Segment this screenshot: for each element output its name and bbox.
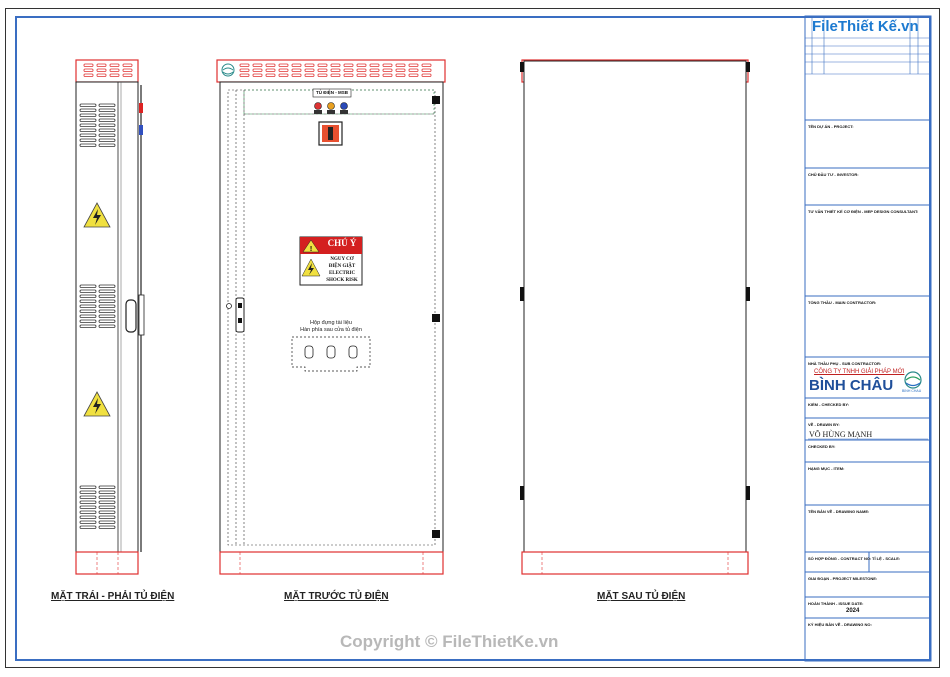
company-logo-icon bbox=[221, 63, 235, 77]
company-name-line1: CÔNG TY TNHH GIẢI PHÁP MỚI bbox=[814, 369, 905, 375]
issue-date-label: HOÀN THÀNH - ISSUE DATE: bbox=[808, 601, 864, 606]
checked-label: KIỂM - CHECKED BY: bbox=[808, 402, 850, 407]
contract-no-label: SỐ HỢP ĐỒNG - CONTRACT NO: bbox=[808, 556, 872, 561]
drawing-no-label: KÝ HIỆU BẢN VẼ - DRAWING NO: bbox=[808, 622, 872, 627]
drawn-by-name: VÕ HÙNG MẠNH bbox=[809, 430, 873, 439]
company-name-line2: BÌNH CHÂU bbox=[809, 377, 894, 394]
investor-label: CHỦ ĐẦU TƯ - INVESTOR: bbox=[808, 172, 859, 177]
binh-chau-logo-icon bbox=[904, 371, 922, 389]
svg-text:!: ! bbox=[310, 246, 312, 253]
inner-border bbox=[15, 16, 931, 661]
back-view-label: MẶT SAU TỦ ĐIỆN bbox=[597, 591, 686, 602]
warning-sign-title: CHÚ Ý bbox=[327, 238, 357, 248]
watermark-bottom: Copyright © FileThietKe.vn bbox=[340, 632, 559, 651]
back-view-cabinet bbox=[520, 59, 750, 575]
blue-indicator-lamp bbox=[340, 102, 348, 110]
revision-table bbox=[805, 16, 931, 75]
drawing-name-label: TÊN BẢN VẼ - DRAWING NAME: bbox=[808, 509, 870, 514]
watermark-top-logo: FileThiết Kế.vn bbox=[812, 18, 919, 35]
project-label: TÊN DỰ ÁN - PROJECT: bbox=[808, 124, 854, 129]
warning-sign-text: NGUY CƠ ĐIỆN GIẬT ELECTRIC SHOCK RISK bbox=[322, 256, 362, 284]
warning-line: ĐIỆN GIẬT bbox=[328, 264, 356, 269]
warning-triangle-icon bbox=[83, 391, 111, 417]
document-box-note: Hộp đựng tài liệu Hàn phía sau cửa tủ đi… bbox=[281, 320, 381, 334]
yellow-indicator-lamp bbox=[327, 102, 335, 110]
warning-line: SHOCK RISK bbox=[326, 278, 358, 283]
front-view-cabinet: ! bbox=[216, 59, 446, 575]
side-view-cabinet bbox=[75, 59, 145, 575]
main-contractor-label: TỔNG THẦU - MAIN CONTRACTOR: bbox=[808, 300, 877, 305]
scale-label: TỈ LỆ - SCALE: bbox=[872, 556, 901, 561]
checked-by-label: CHECKED BY: bbox=[808, 444, 836, 449]
milestone-label: GIAI ĐOẠN - PROJECT MILESTONE: bbox=[808, 576, 878, 581]
outer-border bbox=[5, 8, 940, 668]
front-view-label: MẶT TRƯỚC TỦ ĐIỆN bbox=[284, 591, 389, 602]
panel-tag-label: TỦ ĐIỆN - MSB bbox=[316, 90, 348, 95]
note-line: Hàn phía sau cửa tủ điện bbox=[300, 327, 362, 333]
warning-line: NGUY CƠ bbox=[330, 257, 354, 262]
logo-caption: BINH CHAU bbox=[902, 389, 922, 393]
warning-triangle-icon bbox=[83, 202, 111, 228]
consultant-label: TƯ VẤN THIẾT KẾ CƠ ĐIỆN - MEP DESIGN CON… bbox=[808, 209, 919, 214]
issue-year: 2024 bbox=[846, 608, 860, 614]
sub-contractor-label: NHÀ THẦU PHỤ - SUB CONTRACTOR: bbox=[808, 361, 882, 366]
title-block-frame bbox=[804, 15, 932, 662]
item-label: HẠNG MỤC - ITEM: bbox=[808, 466, 845, 471]
main-breaker-icon bbox=[318, 121, 343, 146]
note-line: Hộp đựng tài liệu bbox=[310, 320, 352, 326]
side-view-label: MẶT TRÁI - PHẢI TỦ ĐIỆN bbox=[51, 591, 175, 602]
drawn-label: VẼ - DRAWN BY: bbox=[808, 422, 840, 427]
warning-line: ELECTRIC bbox=[328, 271, 356, 276]
red-indicator-lamp bbox=[314, 102, 322, 110]
